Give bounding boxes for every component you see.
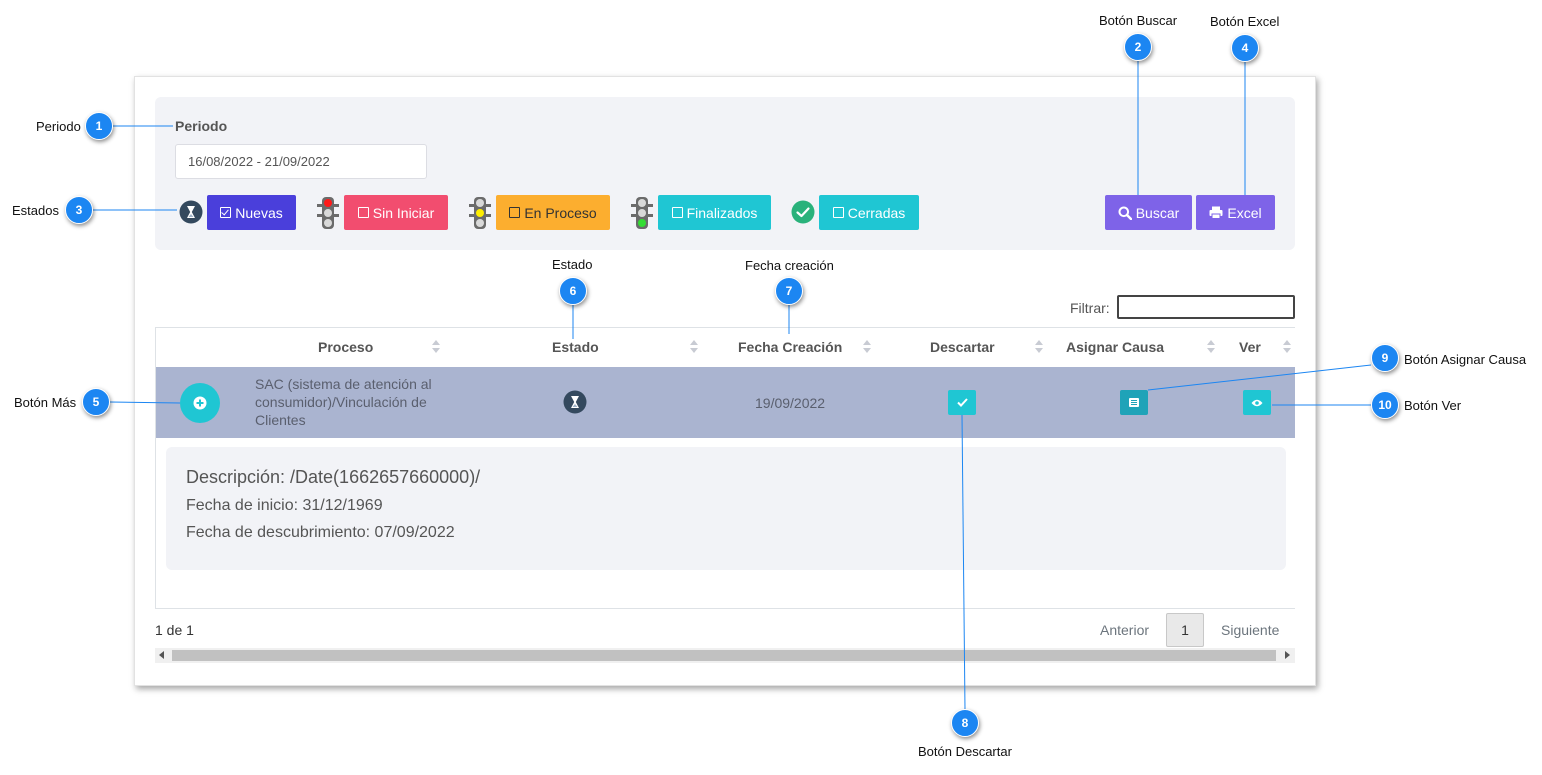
excel-button[interactable]: Excel xyxy=(1196,195,1275,230)
unchecked-checkbox-icon xyxy=(509,207,521,218)
callout-label-9: Botón Asignar Causa xyxy=(1404,352,1527,367)
asignar-causa-button[interactable] xyxy=(1120,390,1148,415)
nuevas-toggle-button[interactable]: Nuevas xyxy=(207,195,296,230)
sin-iniciar-toggle-button[interactable]: Sin Iniciar xyxy=(344,195,448,230)
callout-label-2: Botón Buscar xyxy=(1099,13,1178,28)
cerradas-toggle-button[interactable]: Cerradas xyxy=(819,195,919,230)
callout-label-3: Estados xyxy=(12,203,59,218)
sin-iniciar-label: Sin Iniciar xyxy=(372,204,435,221)
ver-button[interactable] xyxy=(1243,390,1271,415)
callout-label-6: Estado xyxy=(552,257,593,272)
sort-arrows-icon[interactable] xyxy=(863,340,871,354)
table-left-border xyxy=(155,327,156,609)
table-row xyxy=(156,367,1295,438)
check-circle-icon xyxy=(791,200,815,224)
filtrar-label: Filtrar: xyxy=(1070,300,1110,316)
finalizados-toggle-button[interactable]: Finalizados xyxy=(658,195,771,230)
eye-icon xyxy=(1251,399,1263,406)
mas-expand-button[interactable] xyxy=(180,383,220,423)
traffic-light-red-icon xyxy=(317,197,339,229)
scroll-left-arrow-icon[interactable] xyxy=(159,651,164,659)
callout-badge-5: 5 xyxy=(82,388,110,416)
column-header-asignar-causa[interactable]: Asignar Causa xyxy=(1066,339,1165,355)
periodo-label: Periodo xyxy=(175,118,228,134)
print-icon xyxy=(1209,206,1223,219)
descartar-button[interactable] xyxy=(948,390,976,415)
table-bottom-border xyxy=(155,608,1295,609)
callout-badge-8: 8 xyxy=(951,709,979,737)
anterior-page-button[interactable]: Anterior xyxy=(1100,622,1150,638)
row-proceso: SAC (sistema de atención al consumidor)/… xyxy=(255,376,432,428)
column-header-ver[interactable]: Ver xyxy=(1239,339,1261,355)
hourglass-icon xyxy=(179,200,203,224)
callout-label-1: Periodo xyxy=(36,119,81,134)
column-header-estado[interactable]: Estado xyxy=(552,339,599,355)
row-detail-panel xyxy=(166,447,1286,570)
callout-badge-3: 3 xyxy=(65,196,93,224)
callout-label-8: Botón Descartar xyxy=(918,744,1012,759)
siguiente-page-button[interactable]: Siguiente xyxy=(1221,622,1280,638)
sort-arrows-icon[interactable] xyxy=(1283,340,1291,354)
scroll-right-arrow-icon[interactable] xyxy=(1285,651,1290,659)
callout-badge-6: 6 xyxy=(559,277,587,305)
unchecked-checkbox-icon xyxy=(832,207,844,218)
plus-circle-icon xyxy=(193,396,207,410)
hourglass-icon xyxy=(563,390,587,414)
callout-badge-9: 9 xyxy=(1371,344,1399,372)
cerradas-label: Cerradas xyxy=(847,204,906,221)
search-icon xyxy=(1118,206,1132,220)
callout-badge-2: 2 xyxy=(1124,33,1152,61)
buscar-button[interactable]: Buscar xyxy=(1105,195,1192,230)
callout-label-7: Fecha creación xyxy=(745,258,834,273)
scrollbar-thumb[interactable] xyxy=(172,650,1276,661)
callout-label-5: Botón Más xyxy=(14,395,77,410)
finalizados-label: Finalizados xyxy=(686,204,758,221)
unchecked-checkbox-icon xyxy=(357,207,369,218)
table-top-border xyxy=(155,327,1295,328)
callout-badge-4: 4 xyxy=(1231,34,1259,62)
callout-badge-1: 1 xyxy=(85,112,113,140)
periodo-date-range-input[interactable]: 16/08/2022 - 21/09/2022 xyxy=(175,144,427,179)
nuevas-label: Nuevas xyxy=(235,204,283,221)
list-alt-icon xyxy=(1129,398,1139,407)
callout-label-4: Botón Excel xyxy=(1210,14,1280,29)
callout-badge-7: 7 xyxy=(775,277,803,305)
row-fecha-creacion: 19/09/2022 xyxy=(755,395,826,411)
detail-descripcion: Descripción: /Date(1662657660000)/ xyxy=(186,467,481,487)
checked-checkbox-icon xyxy=(220,207,232,218)
column-header-descartar[interactable]: Descartar xyxy=(930,339,995,355)
column-header-fecha-creacion[interactable]: Fecha Creación xyxy=(738,339,843,355)
column-header-proceso[interactable]: Proceso xyxy=(318,339,374,355)
sort-arrows-icon[interactable] xyxy=(432,340,440,354)
traffic-light-yellow-icon xyxy=(469,197,491,229)
unchecked-checkbox-icon xyxy=(671,207,683,218)
en-proceso-label: En Proceso xyxy=(524,204,597,221)
traffic-light-green-icon xyxy=(631,197,653,229)
filtrar-search-input[interactable] xyxy=(1117,295,1295,319)
callout-badge-10: 10 xyxy=(1371,391,1399,419)
check-icon xyxy=(956,398,968,407)
callout-label-10: Botón Ver xyxy=(1404,398,1462,413)
excel-label: Excel xyxy=(1227,204,1262,221)
sort-arrows-icon[interactable] xyxy=(1035,340,1043,354)
paging-info: 1 de 1 xyxy=(155,622,194,638)
buscar-label: Buscar xyxy=(1135,204,1180,221)
detail-fecha-descubrimiento: Fecha de descubrimiento: 07/09/2022 xyxy=(186,524,455,541)
detail-fecha-inicio: Fecha de inicio: 31/12/1969 xyxy=(186,497,383,514)
sort-arrows-icon[interactable] xyxy=(1207,340,1215,354)
sort-arrows-icon[interactable] xyxy=(690,340,698,354)
en-proceso-toggle-button[interactable]: En Proceso xyxy=(496,195,610,230)
page-1-button[interactable]: 1 xyxy=(1166,613,1204,647)
